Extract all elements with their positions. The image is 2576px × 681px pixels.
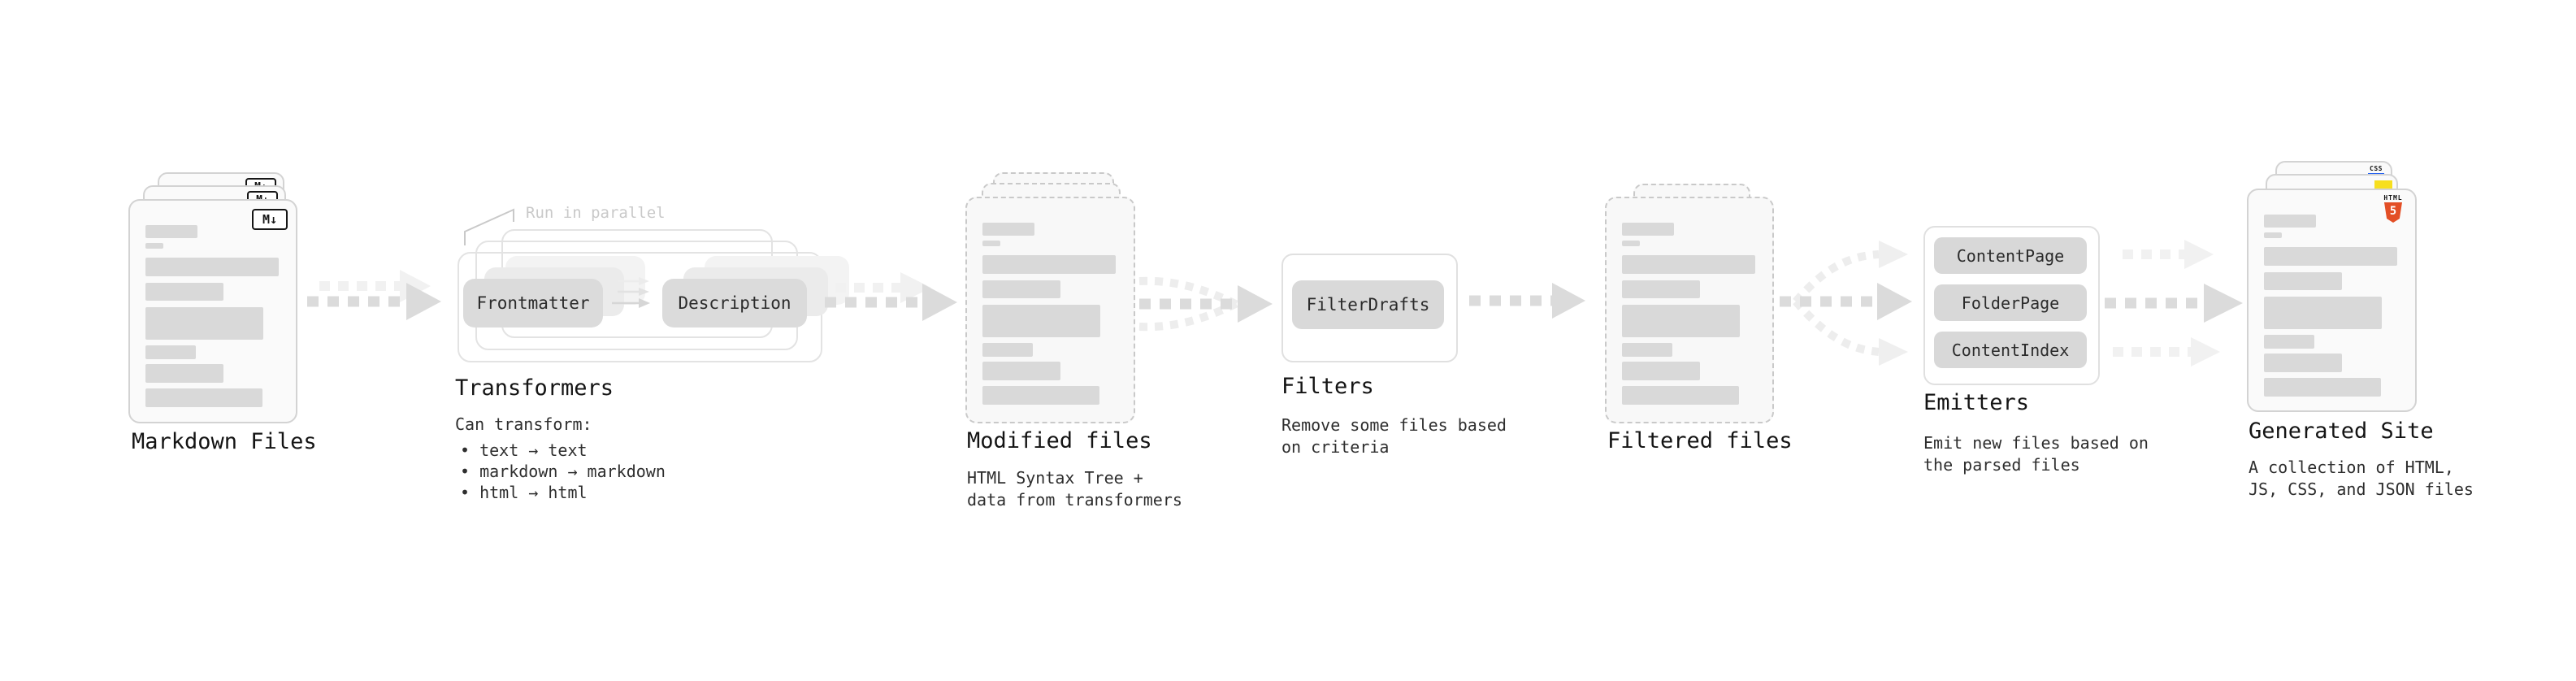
stage-label-emitters: Emitters: [1923, 390, 2030, 415]
placeholder-line: [982, 241, 1000, 246]
html5-icon-shield: 5: [2384, 202, 2402, 223]
arrow-markdown-to-transformers: [307, 270, 441, 320]
stage-label-generated-site: Generated Site: [2249, 419, 2434, 444]
run-in-parallel-label: Run in parallel: [526, 204, 666, 222]
subtitle-line: on criteria: [1281, 437, 1390, 457]
subtitle-line: HTML Syntax Tree +: [967, 468, 1143, 488]
emitters-subtitle: Emit new files based on the parsed files: [1923, 432, 2149, 476]
modified-file-card-front: [965, 197, 1135, 423]
placeholder-line: [1622, 241, 1640, 246]
contentindex-node: ContentIndex: [1934, 332, 2087, 368]
placeholder-line: [1622, 343, 1672, 357]
arrow-filters-to-filtered: [1469, 283, 1585, 319]
stage-label-transformers: Transformers: [455, 375, 614, 401]
placeholder-line: [2264, 215, 2316, 228]
placeholder-line: [145, 307, 263, 340]
subtitle-line: Emit new files based on: [1923, 433, 2149, 453]
generated-site-card-front: HTML 5: [2247, 189, 2417, 412]
markdown-file-card-front: M↓: [128, 199, 297, 423]
bullet-item: • html → html: [460, 483, 588, 502]
stage-label-modified-files: Modified files: [967, 428, 1152, 453]
placeholder-line: [982, 223, 1034, 236]
arrow-filtered-to-emitters-fanout: [1780, 241, 1912, 366]
filters-subtitle: Remove some files based on criteria: [1281, 414, 1507, 458]
subtitle-line: A collection of HTML,: [2249, 458, 2454, 477]
css-icon-label: CSS: [2370, 165, 2383, 172]
modified-files-subtitle: HTML Syntax Tree + data from transformer…: [967, 467, 1182, 511]
placeholder-line: [982, 386, 1099, 405]
subtitle-line: the parsed files: [1923, 455, 2080, 475]
placeholder-line: [2264, 354, 2342, 372]
placeholder-line: [2264, 272, 2342, 290]
frontmatter-node: Frontmatter: [463, 279, 603, 327]
document-placeholder-lines: [1607, 198, 1772, 422]
html5-icon: HTML 5: [2381, 194, 2405, 223]
placeholder-line: [982, 255, 1116, 274]
stage-label-filters: Filters: [1281, 374, 1374, 399]
document-placeholder-lines: [967, 198, 1134, 422]
placeholder-line: [2264, 378, 2381, 397]
bullet-item: • markdown → markdown: [460, 462, 666, 481]
stage-label-filtered-files: Filtered files: [1607, 428, 1793, 453]
contentpage-node: ContentPage: [1934, 237, 2087, 274]
document-placeholder-lines: [2249, 190, 2415, 410]
placeholder-line: [1622, 305, 1740, 337]
placeholder-line: [982, 343, 1033, 357]
placeholder-line: [1622, 386, 1739, 405]
placeholder-line: [145, 345, 196, 359]
placeholder-line: [145, 258, 279, 276]
arrows-emitters-to-generated: [2105, 240, 2243, 367]
placeholder-line: [1622, 362, 1700, 380]
transformers-bullet-list: • text → text • markdown → markdown • ht…: [460, 440, 666, 503]
placeholder-line: [2264, 247, 2397, 266]
folderpage-node: FolderPage: [1934, 284, 2087, 321]
placeholder-line: [145, 388, 262, 407]
html5-icon-label: HTML: [2383, 194, 2403, 202]
arrow-modified-to-filters-merge: [1138, 276, 1273, 332]
filtered-file-card-front: [1605, 197, 1774, 423]
placeholder-line: [145, 225, 197, 238]
placeholder-line: [982, 280, 1060, 298]
placeholder-line: [1622, 223, 1674, 236]
placeholder-line: [145, 364, 223, 383]
subtitle-line: JS, CSS, and JSON files: [2249, 479, 2474, 499]
bullet-item: • text → text: [460, 440, 588, 460]
generated-site-subtitle: A collection of HTML, JS, CSS, and JSON …: [2249, 457, 2474, 501]
placeholder-line: [2264, 297, 2382, 329]
transformers-subtitle: Can transform:: [455, 414, 592, 434]
placeholder-line: [982, 362, 1060, 380]
subtitle-line: data from transformers: [967, 490, 1182, 510]
placeholder-line: [2264, 335, 2314, 349]
description-node: Description: [662, 279, 807, 327]
document-placeholder-lines: [130, 201, 296, 422]
placeholder-line: [145, 243, 163, 249]
placeholder-line: [2264, 232, 2282, 238]
placeholder-line: [982, 305, 1100, 337]
placeholder-line: [145, 283, 223, 301]
filterdrafts-node: FilterDrafts: [1292, 280, 1444, 329]
subtitle-line: Remove some files based: [1281, 415, 1507, 435]
placeholder-line: [1622, 280, 1700, 298]
stage-label-markdown-files: Markdown Files: [132, 429, 317, 454]
placeholder-line: [1622, 255, 1755, 274]
markdown-icon: M↓: [252, 209, 288, 230]
